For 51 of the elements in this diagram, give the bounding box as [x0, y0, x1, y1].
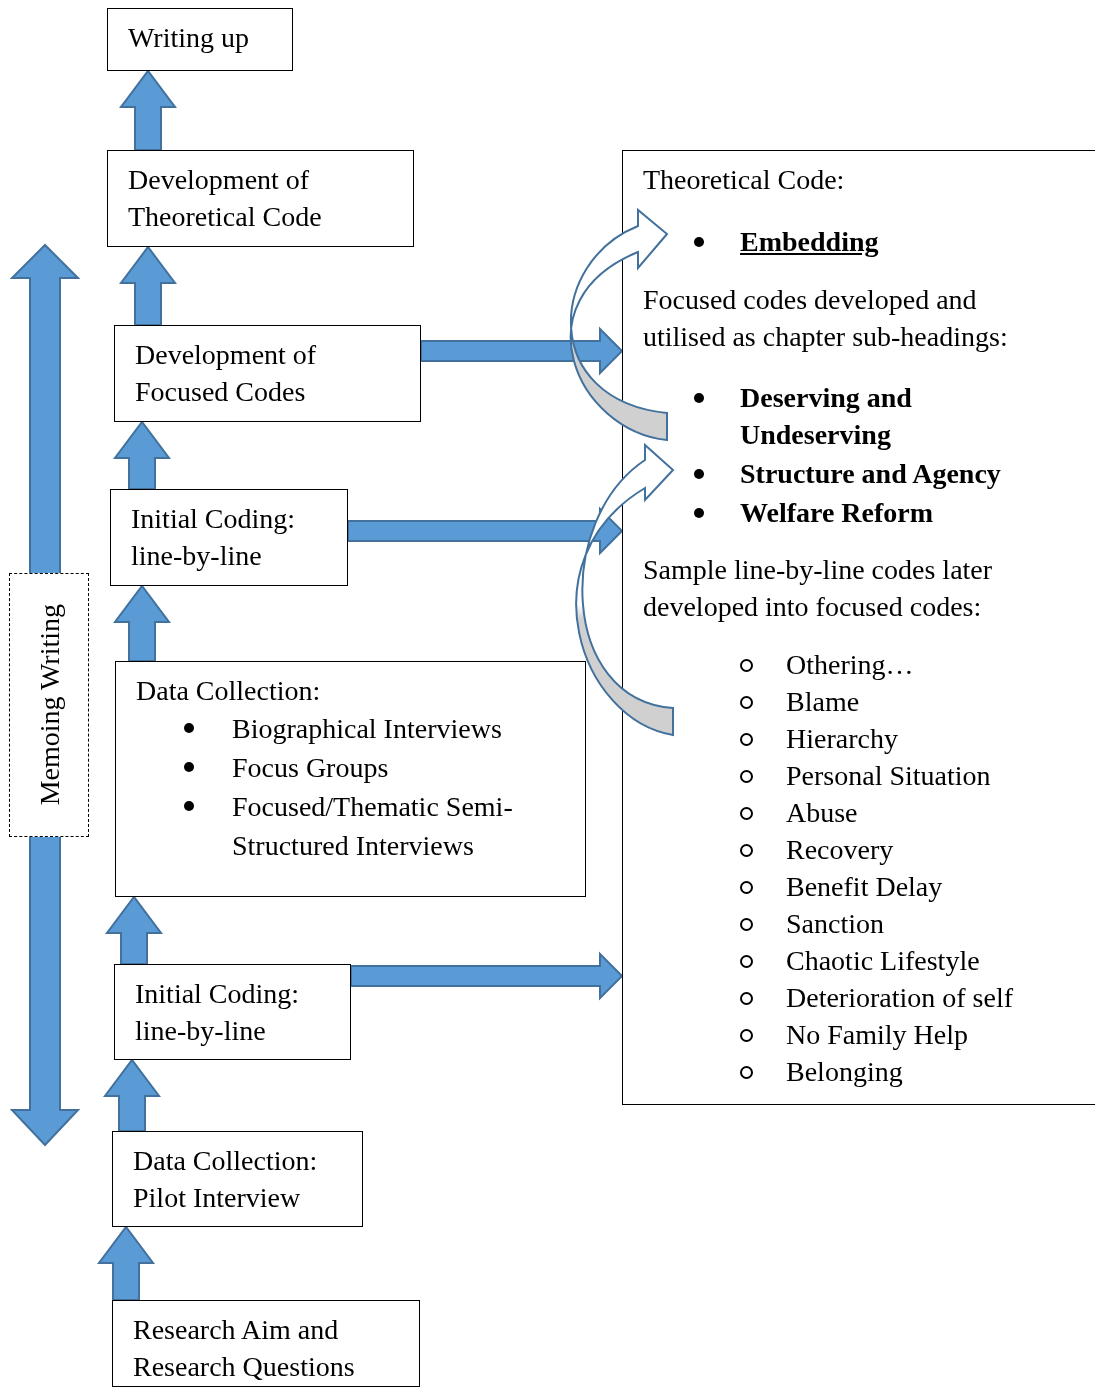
list-item: Recovery	[786, 833, 894, 867]
panel-text: Theoretical Code:	[643, 163, 845, 197]
box-text: Data Collection: Pilot Interview	[133, 1144, 319, 1215]
list-item: Belonging	[786, 1055, 903, 1089]
list-item: Biographical Interviews	[231, 712, 502, 746]
list-item: Focused/Thematic Semi-Structured Interviews	[231, 790, 514, 863]
code-panel	[622, 150, 1095, 1105]
box-text: Writing up	[128, 21, 250, 55]
process-box	[107, 150, 414, 247]
list-item: Blame	[786, 685, 860, 719]
list-item: Structure and Agency	[740, 457, 1001, 491]
list-item: Embedding	[740, 225, 879, 259]
list-item: Hierarchy	[786, 722, 898, 756]
block-arrow	[105, 895, 163, 965]
list-item: Welfare Reform	[740, 496, 934, 530]
box-text: Initial Coding: line-by-line	[135, 977, 301, 1048]
list-item: Benefit Delay	[786, 870, 943, 904]
list-item: Focus Groups	[231, 751, 389, 785]
list-item: Deserving and Undeserving	[740, 381, 913, 452]
list-item: Othering…	[786, 648, 914, 682]
block-arrow	[119, 245, 177, 326]
list-item: Abuse	[786, 796, 858, 830]
box-text: Development of Focused Codes	[135, 338, 318, 409]
block-arrow	[103, 1058, 161, 1132]
block-arrow	[113, 584, 171, 662]
block-arrow	[420, 326, 624, 376]
box-text: Development of Theoretical Code	[128, 163, 323, 234]
list-item: Sanction	[786, 907, 884, 941]
box-text: Data Collection:	[136, 674, 322, 708]
panel-text: Sample line-by-line codes later developed into focused codes:	[643, 553, 994, 624]
box-text: Research Aim and Research Questions	[133, 1313, 356, 1384]
list-item: Deterioration of self	[786, 981, 1014, 1015]
box-text: Initial Coding: line-by-line	[131, 502, 297, 573]
process-box	[107, 8, 293, 71]
block-arrow	[113, 420, 171, 490]
process-box	[112, 1300, 420, 1387]
list-item: No Family Help	[786, 1018, 968, 1052]
list-item: Personal Situation	[786, 759, 991, 793]
block-arrow	[97, 1225, 155, 1301]
block-arrow	[350, 951, 624, 1001]
process-box	[115, 661, 586, 897]
block-arrow	[119, 69, 177, 151]
process-box	[114, 325, 421, 422]
process-box	[114, 964, 351, 1060]
process-box	[110, 489, 348, 586]
block-arrow	[347, 506, 624, 556]
panel-text: Focused codes developed and utilised as chapter sub-headings:	[643, 283, 1009, 354]
memo-box	[9, 573, 89, 837]
process-box	[112, 1131, 363, 1227]
list-item: Chaotic Lifestyle	[786, 944, 980, 978]
vertical-label: Memoing Writing	[32, 604, 66, 806]
